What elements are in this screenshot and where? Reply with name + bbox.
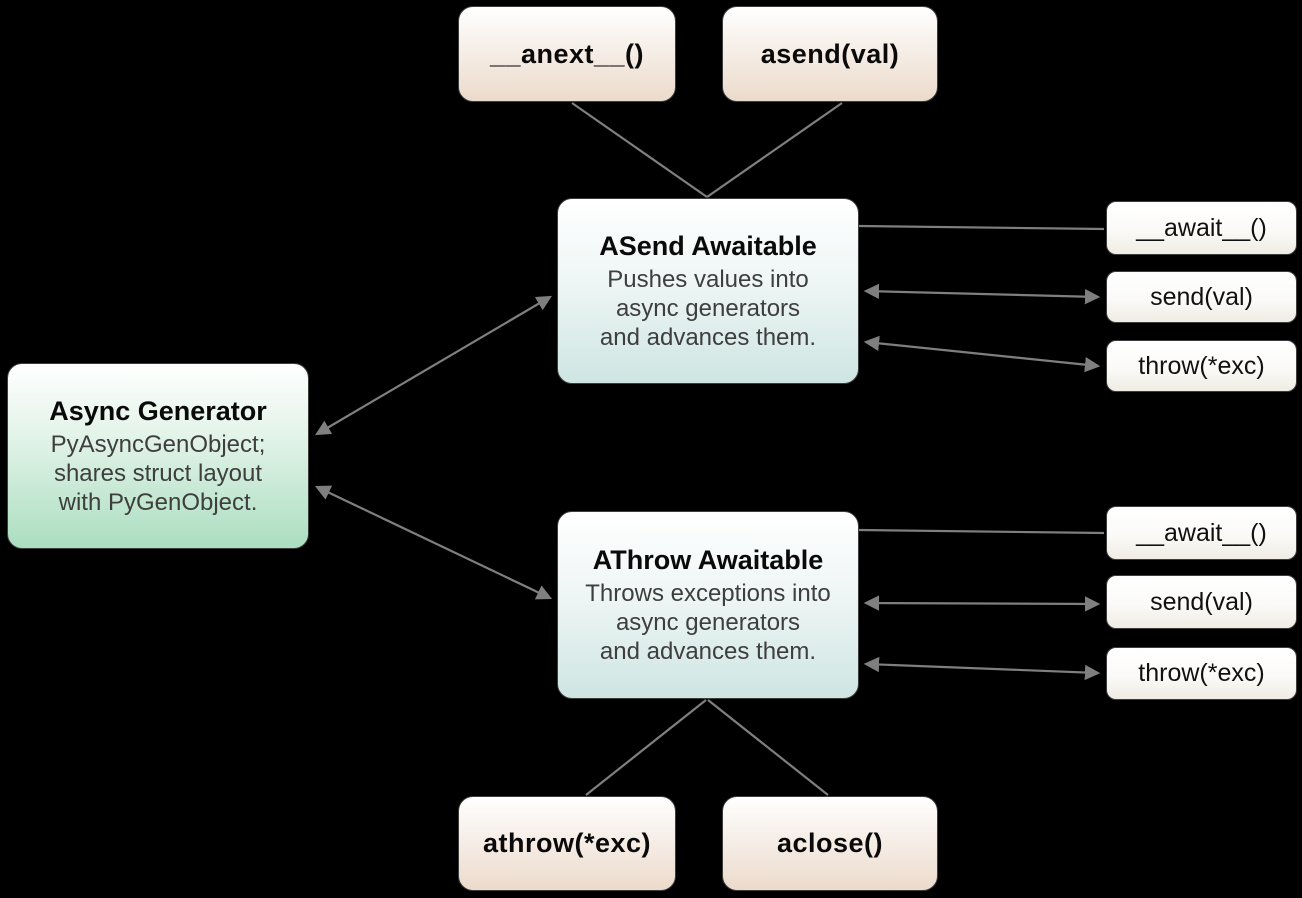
node-asend-throw-method: throw(*exc) [1106, 340, 1297, 392]
node-label: __anext__() [489, 38, 645, 69]
connector-asend-to-asend-awaitable [706, 102, 843, 198]
node-asend-await-method: __await__() [1106, 201, 1297, 255]
connector-athrow-throw [863, 656, 1101, 681]
connector-asend-throw [863, 335, 1101, 373]
node-title: ASend Awaitable [599, 230, 817, 261]
node-athrow-throw-method: throw(*exc) [1106, 647, 1297, 700]
node-label: athrow(*exc) [482, 828, 652, 858]
node-description: Throws exceptions into async generators … [585, 579, 831, 665]
node-athrow-send-method: send(val) [1106, 575, 1297, 629]
node-athrow-awaitable: AThrow Awaitable Throws exceptions into … [557, 511, 859, 699]
node-aclose-method: aclose() [722, 796, 938, 891]
node-label: aclose() [776, 828, 884, 858]
node-label: __await__() [1136, 518, 1267, 547]
node-label: asend(val) [760, 38, 900, 69]
node-anext-method: __anext__() [458, 6, 676, 102]
node-label: throw(*exc) [1138, 351, 1265, 380]
connector-asyncgen-asend-awaitable [315, 295, 552, 436]
node-label: __await__() [1136, 213, 1267, 242]
node-asend-method: asend(val) [722, 6, 938, 102]
node-athrow-method: athrow(*exc) [458, 796, 676, 891]
node-async-generator: Async Generator PyAsyncGenObject; shares… [7, 363, 309, 549]
connector-asend-await [858, 224, 1105, 231]
connector-asyncgen-athrow-awaitable [314, 485, 553, 600]
node-athrow-await-method: __await__() [1106, 506, 1297, 560]
node-title: Async Generator [49, 395, 267, 426]
connector-asend-send [863, 283, 1101, 305]
connector-athrow-awaitable-to-aclose [707, 699, 829, 796]
node-label: send(val) [1150, 587, 1253, 616]
connector-athrow-await [858, 528, 1105, 535]
node-title: AThrow Awaitable [592, 544, 824, 575]
node-description: Pushes values into async generators and … [599, 265, 817, 351]
node-label: send(val) [1150, 282, 1253, 311]
connector-athrow-send [863, 595, 1101, 612]
connector-anext-to-asend-awaitable [571, 102, 708, 198]
node-description: PyAsyncGenObject; shares struct layout w… [50, 430, 266, 516]
connector-athrow-awaitable-to-athrow [585, 699, 707, 796]
node-asend-awaitable: ASend Awaitable Pushes values into async… [557, 198, 859, 384]
node-asend-send-method: send(val) [1106, 271, 1297, 323]
node-label: throw(*exc) [1138, 659, 1265, 687]
